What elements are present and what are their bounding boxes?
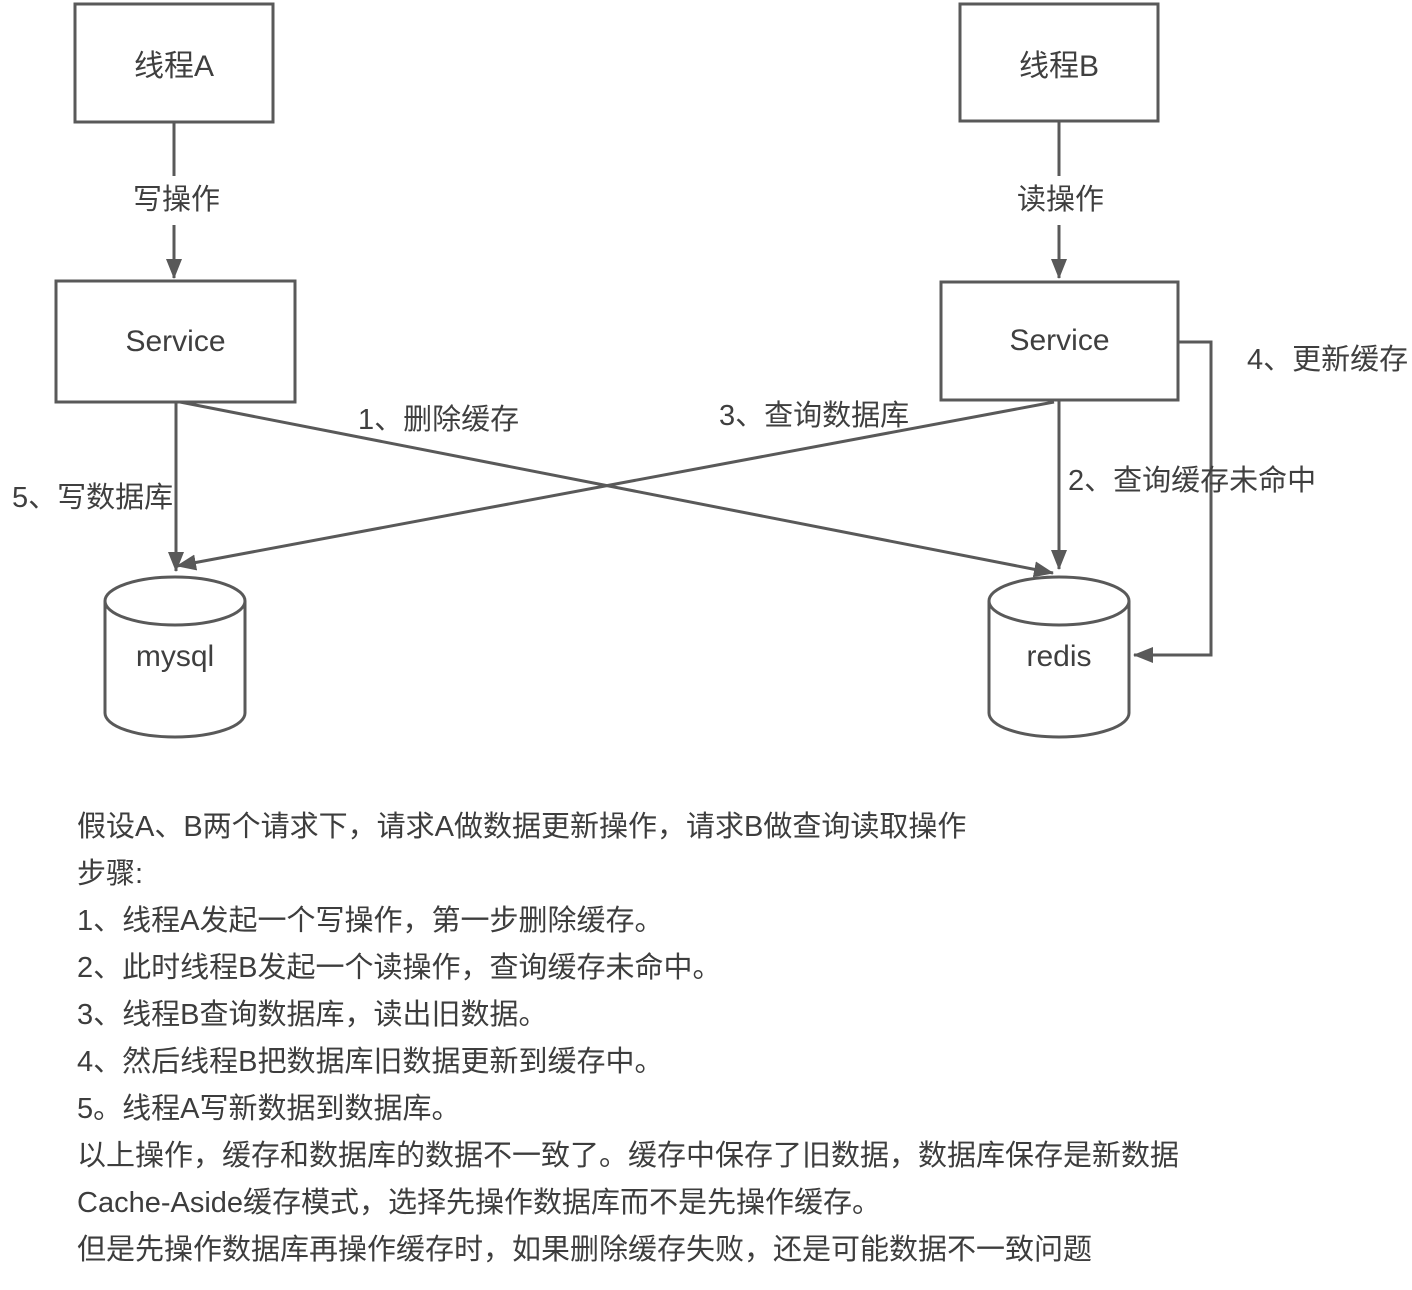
thread-a-box [73, 2, 275, 124]
notes-block: 假设A、B两个请求下，请求A做数据更新操作，请求B做查询读取操作 步骤: 1、线… [77, 804, 1387, 1274]
note-line: 2、此时线程B发起一个读操作，查询缓存未命中。 [77, 952, 722, 984]
note-line: 3、线程B查询数据库，读出旧数据。 [77, 999, 548, 1031]
mysql-cylinder [103, 575, 247, 739]
arrow-step3-query-db [176, 400, 1055, 571]
step5-label: 5、写数据库 [12, 482, 174, 514]
redis-cylinder [987, 575, 1131, 739]
service-right-box [939, 280, 1180, 402]
thread-b-box [958, 2, 1160, 123]
diagram-canvas [54, 2, 1213, 739]
note-line: 以上操作，缓存和数据库的数据不一致了。缓存中保存了旧数据，数据库保存是新数据 [77, 1140, 1180, 1172]
arrow-step1-delete-cache [179, 400, 1054, 578]
note-line: 1、线程A发起一个写操作，第一步删除缓存。 [77, 905, 664, 937]
write-op-label: 写操作 [129, 176, 225, 225]
step1-label: 1、删除缓存 [358, 404, 520, 436]
note-line: 假设A、B两个请求下，请求A做数据更新操作，请求B做查询读取操作 [77, 811, 967, 843]
note-line: 5。线程A写新数据到数据库。 [77, 1093, 461, 1125]
step2-label: 2、查询缓存未命中 [1068, 465, 1317, 497]
note-line: 步骤: [77, 858, 144, 890]
step3-label: 3、查询数据库 [719, 400, 910, 432]
arrow-step4-update-cache [1133, 340, 1213, 663]
note-line: Cache-Aside缓存模式，选择先操作数据库而不是先操作缓存。 [77, 1187, 882, 1219]
note-line: 但是先操作数据库再操作缓存时，如果删除缓存失败，还是可能数据不一致问题 [77, 1234, 1093, 1266]
step4-label: 4、更新缓存 [1247, 344, 1409, 376]
read-op-label: 读操作 [1013, 176, 1109, 225]
service-left-box [54, 279, 297, 404]
note-line: 4、然后线程B把数据库旧数据更新到缓存中。 [77, 1046, 664, 1078]
